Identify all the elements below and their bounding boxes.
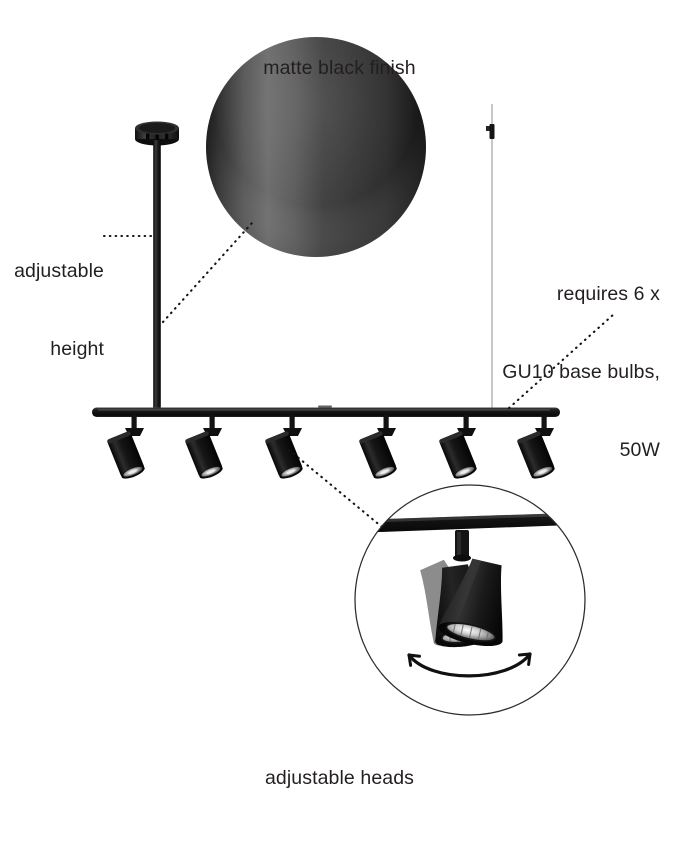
rotation-arrow (407, 652, 532, 678)
spot-head-2 (185, 415, 223, 479)
adjustable-heads-detail (354, 484, 586, 716)
diagram-canvas (92, 37, 616, 716)
label-matte-line-1: matte black finish (263, 57, 416, 79)
leader-adjustable-heads (287, 448, 384, 529)
leader-bulbs (507, 312, 616, 410)
spot-head-5 (439, 415, 477, 479)
label-bulbs-line-1: requires 6 x (556, 283, 660, 305)
spot-head-6 (517, 415, 555, 479)
ceiling-canopy (135, 121, 179, 146)
label-adjustable-height: adjustable height (0, 206, 104, 414)
label-bulb-requirements: requires 6 x GU10 base bulbs, 50W (468, 229, 660, 515)
inset-track-bar (355, 512, 585, 533)
label-height-line-1: adjustable (14, 260, 104, 282)
inset-head-front (438, 558, 503, 647)
spot-head-4 (359, 415, 397, 479)
cable-adjuster-clamp (486, 124, 495, 139)
product-diagram: matte black finish adjustable height req… (0, 3, 679, 789)
label-matte-black-finish: matte black finish (0, 3, 679, 133)
label-height-line-2: height (50, 338, 104, 360)
label-adjustable-heads: adjustable heads (0, 713, 679, 843)
horizontal-track-bar (92, 405, 560, 417)
label-bulbs-line-3: 50W (619, 439, 660, 461)
label-bulbs-line-2: GU10 base bulbs, (502, 361, 660, 383)
leader-matte-finish (161, 221, 254, 324)
suspension-cable (486, 104, 495, 412)
inset-head-stem (453, 530, 471, 562)
matte-black-finish-swatch (206, 37, 426, 257)
leader-lines (102, 221, 616, 529)
spot-head-1 (107, 415, 145, 479)
label-heads-line-1: adjustable heads (264, 767, 415, 789)
spot-head-3 (265, 415, 303, 479)
drop-rod (153, 140, 161, 414)
